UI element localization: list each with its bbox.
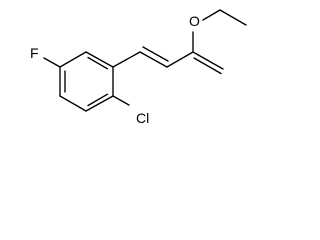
ethyl-ch2-bond: [202, 9, 221, 21]
ring-double-bond-c1-c2: [87, 56, 109, 70]
benzene-ring: [59, 51, 114, 112]
fluorine-bond: [43, 57, 61, 68]
ethyl-ch3-bond: [219, 9, 247, 26]
fluorine-label: F: [30, 45, 39, 61]
ring-double-bond-c3-c4: [87, 93, 109, 107]
ring-bond-c1-c2: [85, 51, 114, 68]
ring-bond-c4-c5: [59, 95, 87, 112]
carbonyl-double-bond-outer: [192, 51, 224, 70]
carbonyl-carbon-bond: [166, 51, 194, 68]
chlorine-bond: [112, 95, 130, 106]
vinyl-double-bond-outer: [139, 51, 168, 68]
vinyl-single-bond: [112, 51, 141, 68]
ester-oxygen-label: O: [189, 13, 200, 29]
ring-bond-c3-c4: [85, 95, 114, 112]
carbonyl-double-bond-inner: [193, 57, 222, 75]
ring-bond-c6-c1: [59, 51, 87, 68]
chlorine-label: Cl: [136, 110, 149, 126]
chemical-structure-diagram: F Cl O: [30, 9, 247, 126]
vinyl-double-bond-inner: [142, 46, 169, 62]
